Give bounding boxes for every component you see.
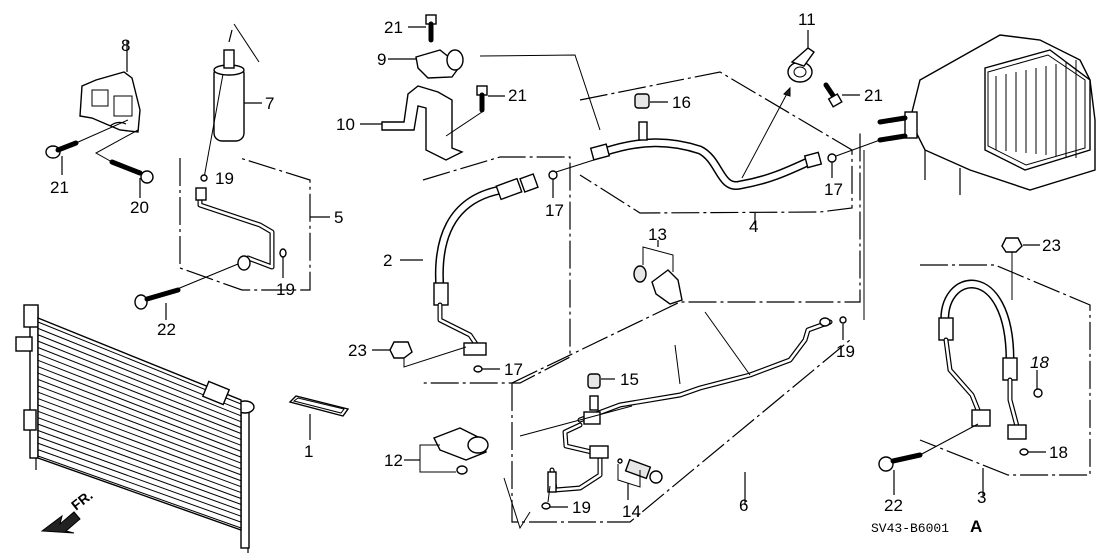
condenser-fin bbox=[37, 347, 242, 429]
receiver-dryer[interactable] bbox=[203, 23, 262, 179]
pipe-clamp-9[interactable] bbox=[388, 49, 464, 79]
pressure-switch-14[interactable] bbox=[617, 458, 663, 500]
pipe-bracket-10[interactable] bbox=[360, 85, 464, 161]
callout-4[interactable]: 4 bbox=[749, 217, 758, 236]
liquid-pipe[interactable] bbox=[503, 130, 861, 530]
callout-3[interactable]: 3 bbox=[977, 488, 986, 507]
evaporator-unit[interactable] bbox=[877, 34, 1096, 195]
callout-21d[interactable]: 21 bbox=[864, 86, 883, 105]
callout-8[interactable]: 8 bbox=[121, 36, 130, 55]
callout-21b[interactable]: 21 bbox=[384, 18, 403, 37]
discharge-hose[interactable] bbox=[400, 156, 601, 384]
callout-23a[interactable]: 23 bbox=[348, 341, 367, 360]
drawing-code: SV43-B6001 bbox=[871, 521, 949, 536]
pipe-clamp-set-12[interactable] bbox=[404, 427, 489, 475]
callout-20[interactable]: 20 bbox=[130, 198, 149, 217]
nut-23-right[interactable] bbox=[1001, 237, 1040, 300]
callout-12[interactable]: 12 bbox=[384, 451, 403, 470]
callout-13[interactable]: 13 bbox=[648, 225, 667, 244]
condenser-fins bbox=[37, 321, 242, 529]
callout-17c[interactable]: 17 bbox=[824, 180, 843, 199]
suction-hose[interactable] bbox=[919, 264, 1091, 497]
callout-14[interactable]: 14 bbox=[622, 502, 641, 521]
hose-clamp-11[interactable] bbox=[787, 30, 815, 83]
callout-1[interactable]: 1 bbox=[304, 442, 313, 461]
clip-set-13[interactable] bbox=[633, 240, 683, 305]
callout-17b[interactable]: 17 bbox=[504, 360, 523, 379]
condenser-fin bbox=[37, 404, 242, 482]
label-sticker[interactable] bbox=[288, 395, 350, 440]
condenser-fin bbox=[37, 455, 242, 529]
condenser-fin bbox=[37, 423, 242, 499]
condenser-fin bbox=[37, 340, 242, 423]
callout-16[interactable]: 16 bbox=[672, 93, 691, 112]
condenser-fin bbox=[37, 449, 242, 523]
condenser-fin bbox=[37, 372, 242, 452]
callout-19c[interactable]: 19 bbox=[836, 342, 855, 361]
condenser-fin bbox=[37, 410, 242, 488]
drawing-code-suffix: A bbox=[970, 517, 982, 536]
condenser-fin bbox=[37, 366, 242, 446]
bolt-21-top[interactable] bbox=[408, 14, 437, 43]
callout-21c[interactable]: 21 bbox=[508, 86, 527, 105]
condenser-fin bbox=[37, 385, 242, 464]
condenser-fin bbox=[37, 359, 242, 440]
bolt-20[interactable] bbox=[94, 129, 154, 198]
receiver-line[interactable] bbox=[169, 157, 330, 293]
condenser-fin bbox=[37, 417, 242, 494]
suction-pipe[interactable] bbox=[479, 54, 881, 225]
callout-19b[interactable]: 19 bbox=[276, 280, 295, 299]
front-direction-arrow: FR. bbox=[40, 487, 96, 534]
bolt-21-bracket10[interactable] bbox=[445, 85, 505, 137]
condenser-fin bbox=[37, 334, 242, 417]
front-label: FR. bbox=[68, 487, 96, 513]
callout-7[interactable]: 7 bbox=[265, 94, 274, 113]
condenser-fin bbox=[37, 378, 242, 458]
callout-11[interactable]: 11 bbox=[798, 10, 816, 29]
condenser-fin bbox=[37, 391, 242, 470]
condenser[interactable] bbox=[15, 304, 255, 553]
callout-15[interactable]: 15 bbox=[620, 370, 639, 389]
condenser-fin bbox=[37, 398, 242, 476]
nut-23-left[interactable] bbox=[372, 341, 467, 368]
bolt-22-hose3[interactable] bbox=[878, 423, 979, 495]
callout-18a[interactable]: 18 bbox=[1030, 353, 1049, 372]
receiver-bracket[interactable] bbox=[79, 40, 141, 133]
callout-19a[interactable]: 19 bbox=[215, 169, 234, 188]
callout-17a[interactable]: 17 bbox=[545, 201, 564, 220]
condenser-fin bbox=[37, 442, 242, 517]
bolt-21-bracket[interactable] bbox=[45, 119, 129, 175]
condenser-fin bbox=[37, 353, 242, 434]
callout-6[interactable]: 6 bbox=[739, 496, 748, 515]
callout-22b[interactable]: 22 bbox=[884, 496, 903, 515]
condenser-fin bbox=[37, 430, 242, 505]
bolt-21-clamp[interactable] bbox=[823, 82, 860, 108]
callout-19d[interactable]: 19 bbox=[572, 498, 591, 517]
callout-2[interactable]: 2 bbox=[383, 251, 392, 270]
evaporator-fins bbox=[995, 60, 1077, 158]
callout-labels: 1 2 3 4 5 6 7 8 9 10 11 12 13 14 15 16 1… bbox=[50, 10, 1068, 521]
callout-10[interactable]: 10 bbox=[336, 115, 355, 134]
callout-21a[interactable]: 21 bbox=[50, 178, 69, 197]
callout-9[interactable]: 9 bbox=[377, 50, 386, 69]
callout-22a[interactable]: 22 bbox=[157, 320, 176, 339]
bolt-22-line[interactable] bbox=[134, 287, 181, 320]
condenser-fin bbox=[37, 436, 242, 511]
callout-5[interactable]: 5 bbox=[334, 208, 343, 227]
callout-23b[interactable]: 23 bbox=[1042, 236, 1061, 255]
callout-18b[interactable]: 18 bbox=[1049, 443, 1068, 462]
